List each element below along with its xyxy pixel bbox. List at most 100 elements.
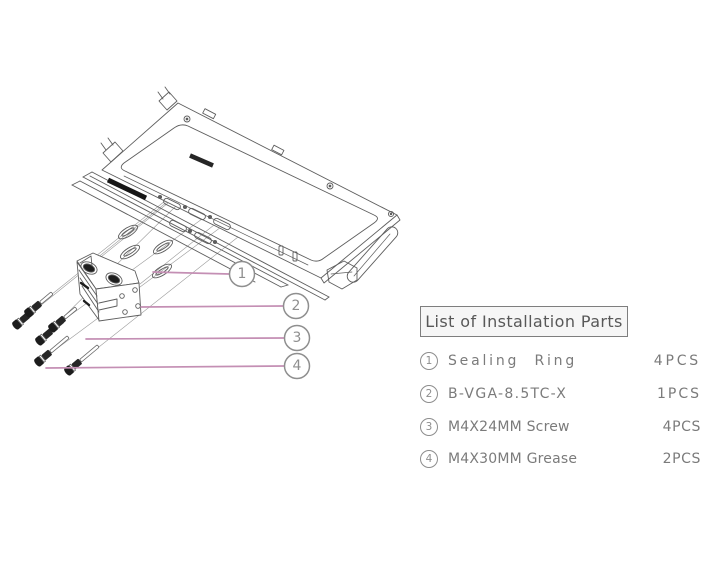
leader-line-3 [85, 337, 285, 340]
strip-dot [212, 239, 218, 245]
screw-m4x24 [48, 307, 77, 333]
strip-end [71, 180, 81, 186]
mounting-tab [100, 137, 124, 163]
screw-washer [39, 333, 47, 342]
part-qty: 1PCS [656, 386, 701, 402]
part-row-sealing-ring: 1 Sealing Ring 4PCS [420, 351, 701, 371]
strip-end [82, 171, 93, 178]
hook-tab [292, 251, 298, 262]
callout-2: 2 [282, 292, 310, 320]
sealing-ring [152, 239, 174, 255]
leader-line-4 [45, 365, 285, 369]
block-screw-hole [132, 287, 138, 293]
card-edge-strips [71, 171, 399, 301]
port-slot [213, 217, 231, 231]
inner-recess [120, 124, 378, 262]
screw-m4x24 [24, 292, 53, 318]
sealing-rings [117, 224, 174, 279]
screw-spring [71, 359, 82, 369]
port-slots [163, 197, 231, 245]
callout-circle [228, 260, 256, 288]
strip-end [324, 296, 330, 301]
tab-pin [164, 86, 171, 95]
screw-m4x30 [64, 344, 100, 376]
screw-spring [31, 301, 42, 311]
mounting-tab [157, 86, 178, 111]
screw-head [48, 322, 58, 332]
callout-number: 4 [293, 358, 302, 374]
plate-screw-dot [185, 117, 189, 121]
parts-list-title: List of Installation Parts [420, 306, 628, 337]
plate-screw-hole [183, 115, 191, 123]
ring-inner [123, 247, 137, 257]
ring-outer [152, 239, 174, 255]
strip-line [71, 184, 256, 283]
callouts: 1 2 3 4 [45, 260, 311, 380]
screw-m4x30 [34, 335, 70, 367]
leader-line-2 [140, 305, 284, 308]
port-slot [163, 197, 181, 211]
screw-shaft [49, 335, 70, 353]
callout-circle [283, 324, 311, 352]
callout-circle [283, 352, 311, 380]
ring-outer [117, 224, 139, 240]
block-screw-hole [135, 303, 141, 309]
strip-line [89, 175, 326, 301]
tab-pin [100, 142, 107, 151]
edge-bump [271, 144, 285, 156]
part-row-grease: 4 M4X30MM Grease 2PCS [420, 449, 701, 469]
block-screw-hole [119, 293, 125, 299]
foot-bracket-inner [353, 233, 391, 277]
block-groove [98, 298, 118, 311]
screw-head [24, 307, 34, 317]
ring-outer [119, 244, 141, 260]
terminal-block [76, 252, 142, 322]
ring-inner [156, 242, 170, 252]
part-number-badge: 4 [420, 450, 438, 468]
leader-line-1 [152, 271, 230, 275]
backplate-edge [320, 214, 401, 284]
block-slat-dark [82, 299, 91, 307]
plate-screw-hole [326, 182, 334, 190]
part-row-screw: 3 M4X24MM Screw 4PCS [420, 417, 701, 437]
screw-head [35, 335, 45, 345]
mounting-screws [12, 292, 100, 376]
callout-1: 1 [228, 260, 256, 288]
edge-bump [202, 108, 217, 120]
strip-dot [157, 194, 163, 200]
part-qty: 2PCS [662, 451, 701, 467]
strip-dot [207, 214, 213, 220]
port-slot [188, 207, 206, 221]
elbow-bracket [326, 260, 358, 290]
part-name: Sealing Ring [448, 353, 578, 369]
screw-shaft [79, 344, 100, 362]
callout-number: 1 [238, 266, 247, 282]
part-number-badge: 3 [420, 418, 438, 436]
block-slat-dark [79, 281, 90, 290]
screw-head [34, 356, 44, 366]
part-qty: 4PCS [662, 419, 701, 435]
block-slat [78, 269, 98, 297]
block-top-wedge [79, 255, 93, 267]
callout-number: 2 [292, 298, 301, 314]
ring-outer [151, 263, 173, 279]
foot-bracket [346, 226, 399, 283]
port-hole [107, 274, 121, 284]
tab-pin [107, 137, 114, 146]
sealing-ring [117, 224, 139, 240]
ring-inner [121, 227, 135, 237]
port-hole-rim [105, 272, 123, 286]
part-row-block: 2 B-VGA-8.5TC-X 1PCS [420, 384, 701, 404]
backplate [100, 86, 401, 284]
plate-screw-dot [328, 184, 332, 188]
plate-screw-hole [387, 210, 395, 218]
block-slat [81, 285, 100, 313]
hook-tab [278, 245, 284, 256]
screw-washer [52, 320, 60, 329]
screw-shaft [39, 292, 53, 304]
tab-pin [157, 91, 164, 100]
strip-dot [182, 204, 188, 210]
block-screw-hole [122, 309, 128, 315]
tab-body [102, 141, 124, 163]
